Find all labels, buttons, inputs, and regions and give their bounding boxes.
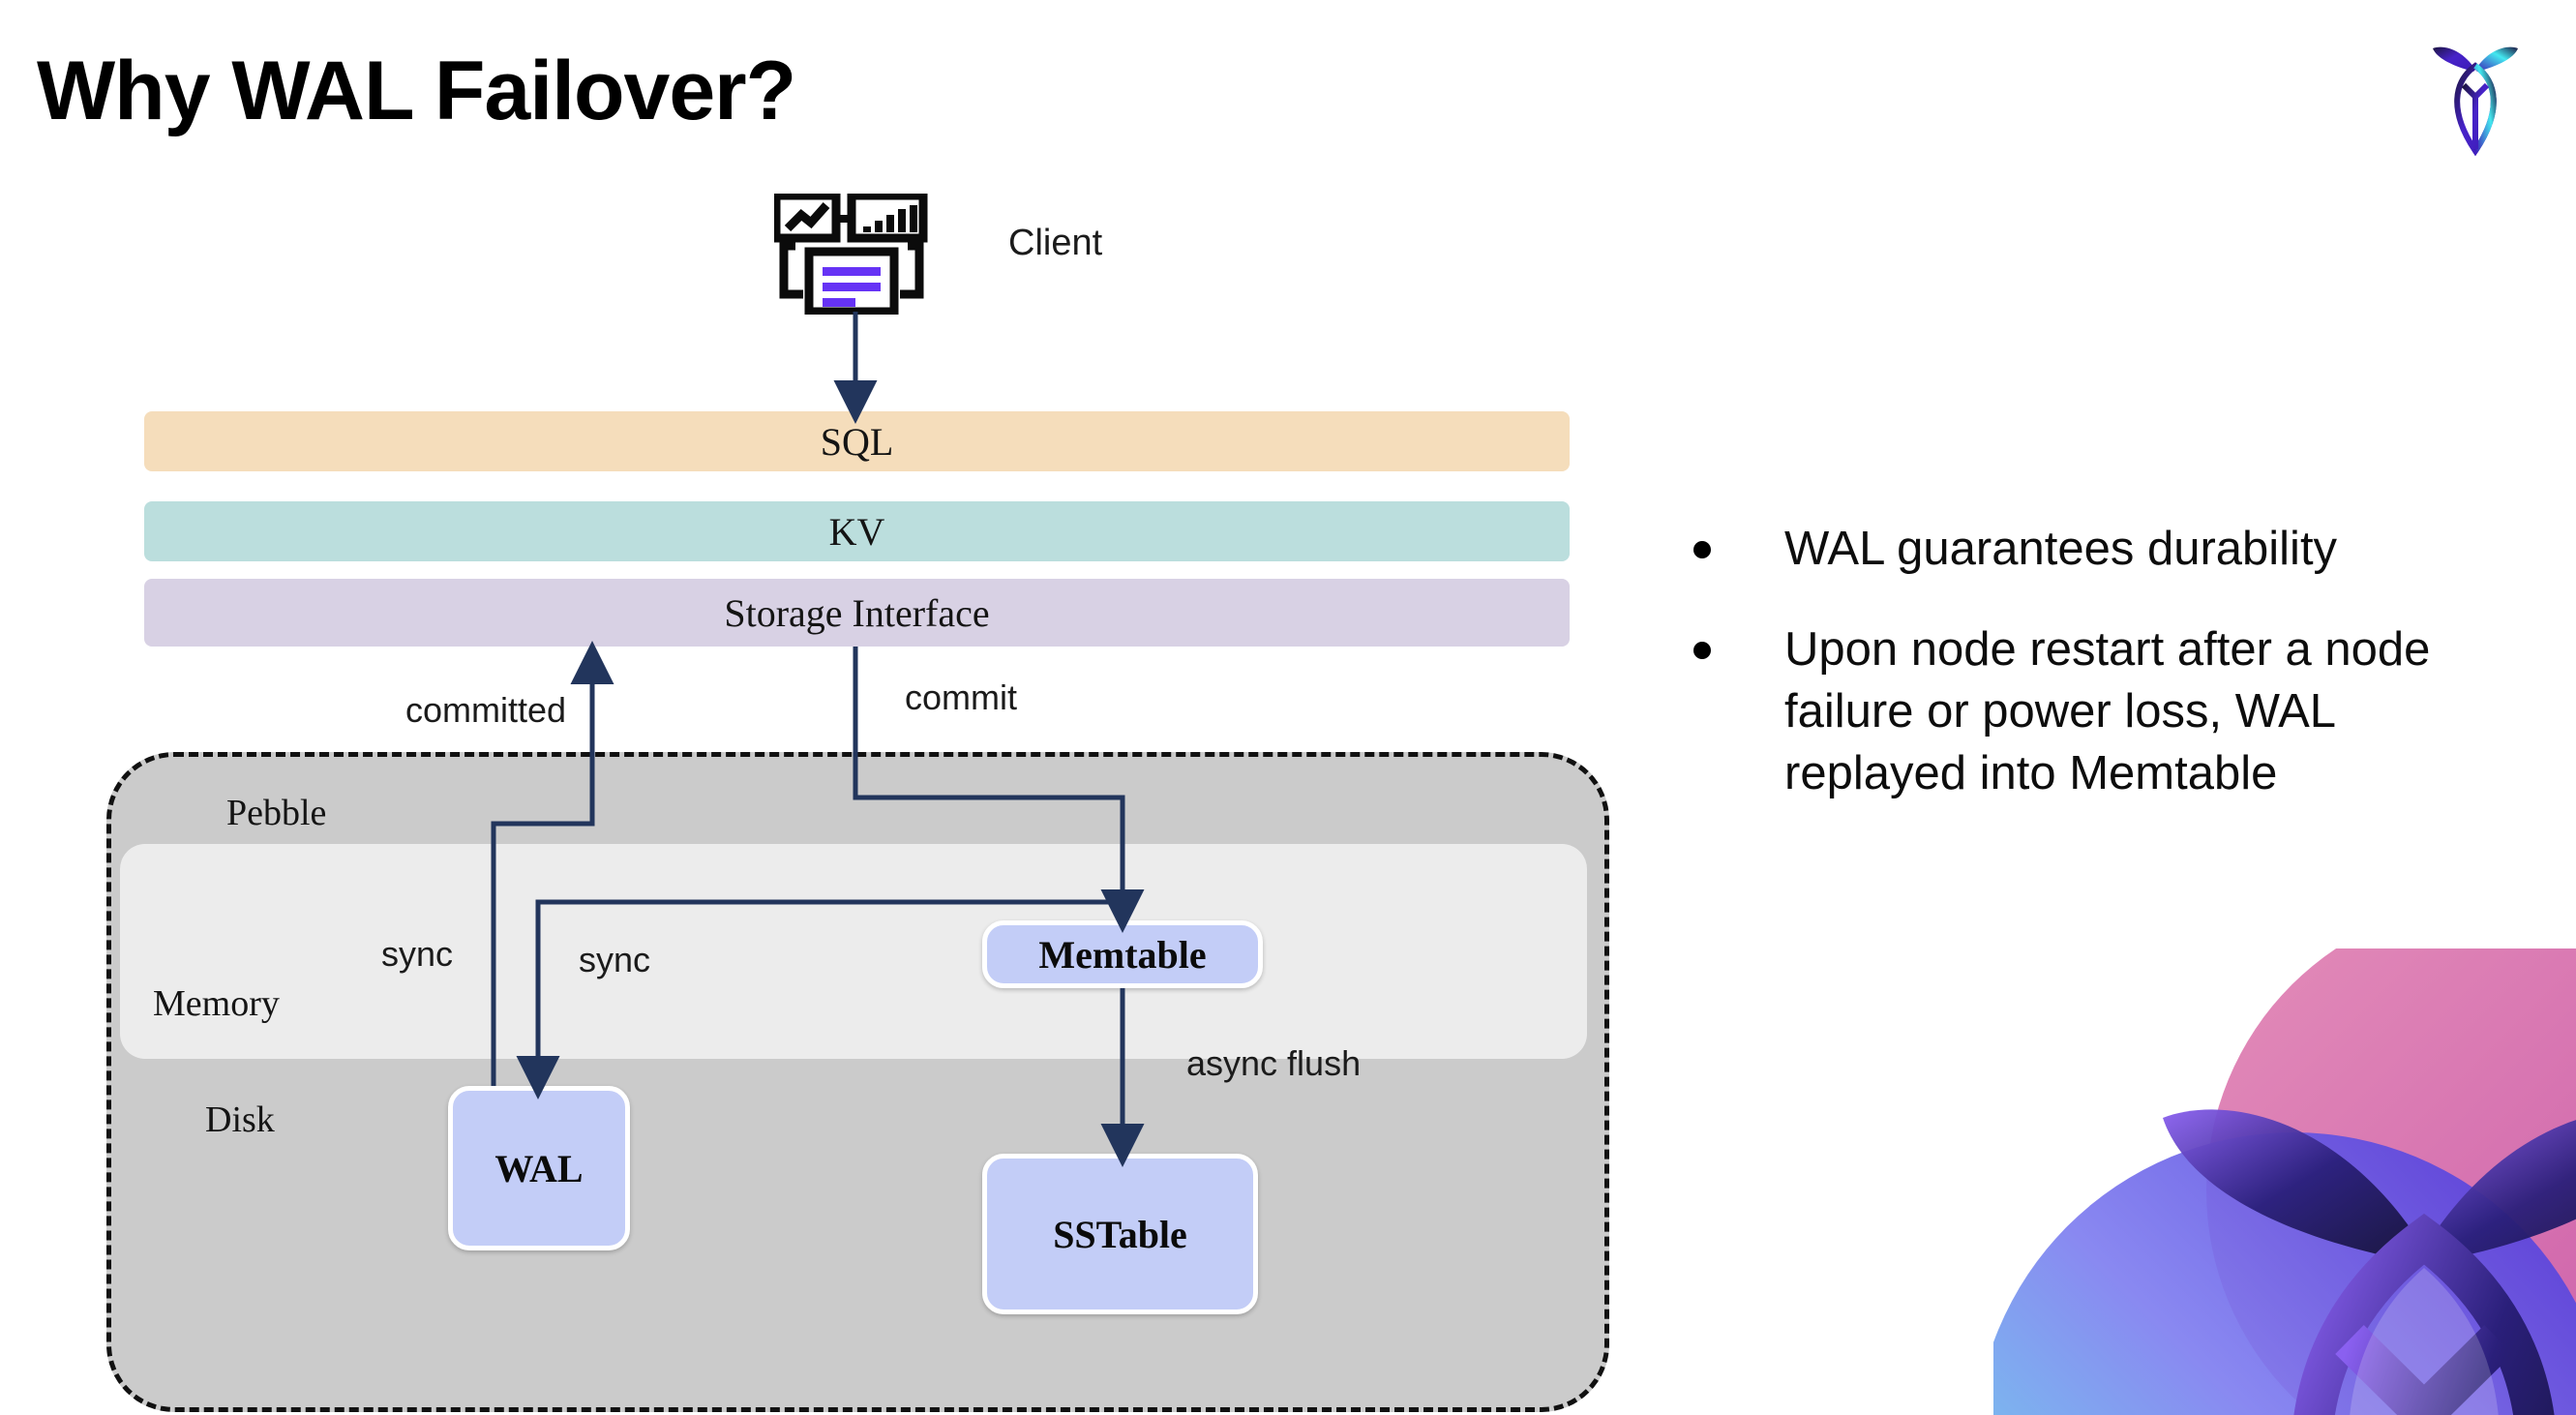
- memory-label: Memory: [153, 983, 280, 1024]
- node-wal-label: WAL: [494, 1146, 584, 1190]
- list-item: Upon node restart after a node failure o…: [1693, 618, 2526, 804]
- page-title: Why WAL Failover?: [37, 45, 796, 137]
- edge-label-sync-committed: sync: [381, 934, 454, 974]
- layer-bar-kv: KV: [144, 501, 1570, 561]
- client-monitor-icon: [771, 191, 929, 316]
- bullet-text: WAL guarantees durability: [1784, 523, 2338, 575]
- edge-label-commit: commit: [905, 677, 1017, 717]
- node-sstable-label: SSTable: [1053, 1212, 1187, 1256]
- list-item: WAL guarantees durability: [1693, 518, 2526, 580]
- layer-bar-sql-label: SQL: [820, 419, 894, 464]
- layer-bar-kv-label: KV: [828, 509, 885, 554]
- bullet-list: WAL guarantees durability Upon node rest…: [1693, 518, 2526, 843]
- node-wal: WAL: [448, 1086, 630, 1250]
- node-memtable-label: Memtable: [1038, 932, 1207, 977]
- edge-label-async-flush: async flush: [1186, 1043, 1362, 1083]
- cockroach-watermark-icon: [1976, 900, 2576, 1415]
- layer-bar-sql: SQL: [144, 411, 1570, 471]
- pebble-label: Pebble: [226, 793, 327, 833]
- memory-region: [120, 844, 1587, 1059]
- node-memtable: Memtable: [982, 920, 1263, 988]
- bullet-dot-icon: [1693, 541, 1711, 558]
- edge-label-committed: committed: [405, 690, 567, 730]
- cockroach-logo-icon: [2417, 37, 2533, 161]
- layer-bar-storage-label: Storage Interface: [724, 590, 990, 635]
- layer-bar-storage-interface: Storage Interface: [144, 579, 1570, 647]
- node-sstable: SSTable: [982, 1154, 1258, 1314]
- bullet-text: Upon node restart after a node failure o…: [1784, 623, 2431, 799]
- bullet-dot-icon: [1693, 642, 1711, 659]
- client-label: Client: [1008, 223, 1103, 263]
- edge-label-sync-memtable: sync: [579, 940, 651, 979]
- disk-label: Disk: [205, 1099, 275, 1140]
